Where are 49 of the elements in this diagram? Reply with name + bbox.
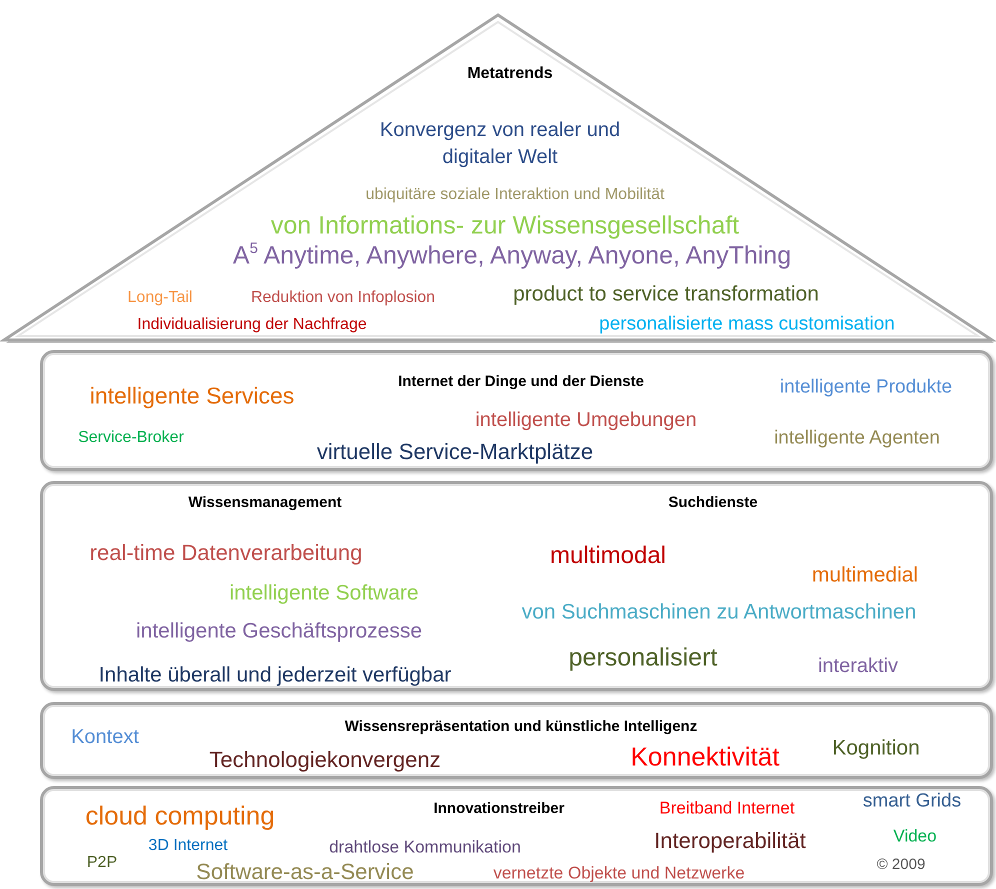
term-text: personalisierte mass customisation [599,314,895,336]
layer-panel [40,481,993,691]
term-text: von Informations- zur Wissensgesellschaft [270,212,740,240]
term-text: smart Grids [862,792,962,812]
term-text: Video [893,828,937,846]
term-text: Konnektivität [630,742,780,772]
term-text: © 2009 [876,856,926,874]
term-text: ubiquitäre soziale Interaktion und Mobilität [366,186,664,204]
term-text: Technologiekonvergenz [209,748,441,772]
term-text: multimodal [550,542,666,570]
term-text: intelligente Agenten [774,428,940,450]
term-text: 3D Internet [148,837,228,855]
term-text: Breitband Internet [659,800,795,818]
term-text: vernetzte Objekte und Netzwerke [493,864,745,884]
term-text: P2P [86,854,118,872]
heading-text: Wissensmanagement [188,494,342,512]
term-text: intelligente Produkte [780,378,952,398]
term-text: interaktiv [818,655,898,677]
term-text: personalisiert [568,644,718,672]
term-text: intelligente Software [229,581,419,605]
heading-text: Innovationstreiber [434,800,564,818]
term-text: Long-Tail [128,289,192,307]
term-text: cloud computing [85,802,275,830]
heading-text: Suchdienste [668,494,758,512]
term-text: intelligente Services [90,383,294,409]
layer-panel [40,786,993,886]
term-text: intelligente Umgebungen [475,409,697,431]
term-text: drahtlose Kommunikation [329,838,521,858]
term-text: Kontext [71,726,139,748]
layer-panel [40,350,993,471]
term-text: Inhalte überall und jederzeit verfügbar [98,663,452,687]
term-text: Interoperabilität [654,828,806,854]
term-text: Kognition [832,736,920,760]
term-text: Software-as-a-Service [196,860,414,884]
term-text: real-time Datenverarbeitung [90,540,362,566]
heading-text: Internet der Dinge und der Dienste [398,374,644,390]
term-text: intelligente Geschäftsprozesse [136,619,422,643]
term-text: Individualisierung der Nachfrage [137,316,367,334]
term-text: multimedial [812,563,918,587]
term-text: von Suchmaschinen zu Antwortmaschinen [522,600,916,624]
heading-text: Metatrends [467,65,553,83]
term-text: A$^{5}$ Anytime, Anywhere, Anyway, Anyone, AnyThing [232,242,792,270]
layer-panel [40,702,993,779]
term-text: Service-Broker [78,429,184,447]
term-text: virtuelle Service-Marktplätze [316,440,594,464]
heading-text: Wissensrepräsentation und künstliche Intelligenz [344,718,698,736]
term-text: product to service transformation [513,282,819,306]
term-text: Konvergenz von realer und digitaler Welt [378,118,622,170]
term-text: Reduktion von Infoplosion [250,289,436,307]
